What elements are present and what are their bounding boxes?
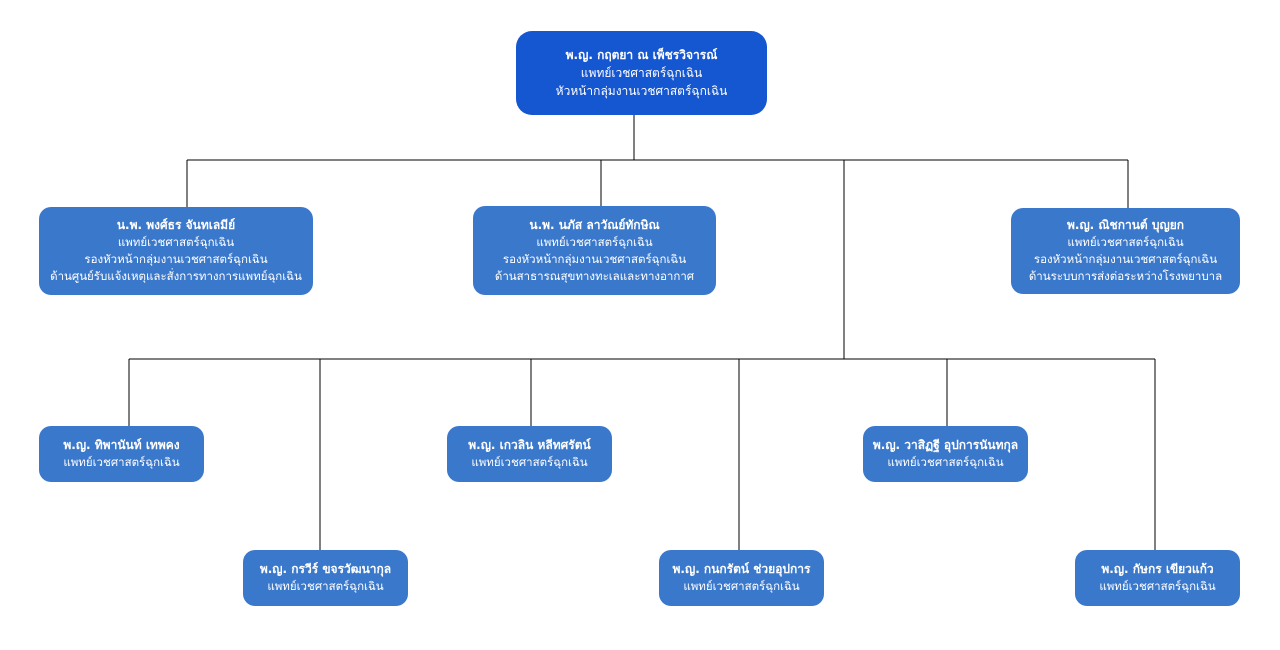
node-position: แพทย์เวชศาสตร์ฉุกเฉิน	[887, 455, 1004, 469]
node-position: แพทย์เวชศาสตร์ฉุกเฉิน	[1067, 235, 1184, 249]
node-position: แพทย์เวชศาสตร์ฉุกเฉิน	[1099, 579, 1216, 593]
node-name: พ.ญ. วาสิฏฐี อุปการนันทกุล	[872, 438, 1019, 452]
node-deputy-1[interactable]: น.พ. พงศ์ธร จันทเลมีย์ แพทย์เวชศาสตร์ฉุก…	[39, 207, 313, 295]
node-deputy-3[interactable]: พ.ญ. ณิชกานต์ บุญยก แพทย์เวชศาสตร์ฉุกเฉิ…	[1011, 208, 1240, 294]
node-role: หัวหน้ากลุ่มงานเวชศาสตร์ฉุกเฉิน	[555, 84, 728, 98]
node-position: แพทย์เวชศาสตร์ฉุกเฉิน	[536, 234, 653, 249]
node-name: พ.ญ. กนกรัตน์ ช่วยอุปการ	[672, 562, 811, 576]
node-staff-1[interactable]: พ.ญ. ทิพานันท์ เทพคง แพทย์เวชศาสตร์ฉุกเฉ…	[39, 426, 204, 482]
node-area: ด้านระบบการส่งต่อระหว่างโรงพยาบาล	[1028, 269, 1223, 283]
node-position: แพทย์เวชศาสตร์ฉุกเฉิน	[580, 66, 703, 80]
node-staff-3[interactable]: พ.ญ. เกวลิน หลีทศรัตน์ แพทย์เวชศาสตร์ฉุก…	[447, 426, 612, 482]
node-position: แพทย์เวชศาสตร์ฉุกเฉิน	[63, 455, 180, 469]
node-position: แพทย์เวชศาสตร์ฉุกเฉิน	[471, 455, 588, 469]
node-position: แพทย์เวชศาสตร์ฉุกเฉิน	[683, 579, 800, 593]
node-name: น.พ. พงศ์ธร จันทเลมีย์	[116, 218, 236, 232]
node-role: รองหัวหน้ากลุ่มงานเวชศาสตร์ฉุกเฉิน	[502, 251, 687, 266]
node-name: พ.ญ. กฤตยา ณ เพ็ชรวิจารณ์	[565, 48, 718, 62]
node-staff-6[interactable]: พ.ญ. กัษกร เขียวแก้ว แพทย์เวชศาสตร์ฉุกเฉ…	[1075, 550, 1240, 606]
node-name: พ.ญ. ทิพานันท์ เทพคง	[63, 438, 180, 452]
node-staff-2[interactable]: พ.ญ. กรวีร์ ขจรวัฒนากุล แพทย์เวชศาสตร์ฉุ…	[243, 550, 408, 606]
node-name: พ.ญ. ณิชกานต์ บุญยก	[1066, 218, 1185, 232]
node-area: ด้านศูนย์รับแจ้งเหตุและสั่งการทางการแพทย…	[50, 269, 302, 283]
node-role: รองหัวหน้ากลุ่มงานเวชศาสตร์ฉุกเฉิน	[84, 252, 268, 266]
node-name: พ.ญ. เกวลิน หลีทศรัตน์	[468, 438, 591, 452]
node-head[interactable]: พ.ญ. กฤตยา ณ เพ็ชรวิจารณ์ แพทย์เวชศาสตร์…	[516, 31, 767, 115]
node-name: พ.ญ. กรวีร์ ขจรวัฒนากุล	[259, 562, 392, 576]
node-name: พ.ญ. กัษกร เขียวแก้ว	[1101, 562, 1214, 576]
node-area: ด้านสาธารณสุขทางทะเลและทางอากาศ	[494, 268, 695, 283]
node-position: แพทย์เวชศาสตร์ฉุกเฉิน	[267, 579, 384, 593]
node-staff-4[interactable]: พ.ญ. กนกรัตน์ ช่วยอุปการ แพทย์เวชศาสตร์ฉ…	[659, 550, 824, 606]
node-position: แพทย์เวชศาสตร์ฉุกเฉิน	[117, 235, 235, 249]
node-role: รองหัวหน้ากลุ่มงานเวชศาสตร์ฉุกเฉิน	[1033, 252, 1218, 266]
node-name: น.พ. นภัส ลาวัณย์ทักษิณ	[529, 217, 660, 232]
node-deputy-2[interactable]: น.พ. นภัส ลาวัณย์ทักษิณ แพทย์เวชศาสตร์ฉุ…	[473, 206, 716, 295]
node-staff-5[interactable]: พ.ญ. วาสิฏฐี อุปการนันทกุล แพทย์เวชศาสตร…	[863, 426, 1028, 482]
